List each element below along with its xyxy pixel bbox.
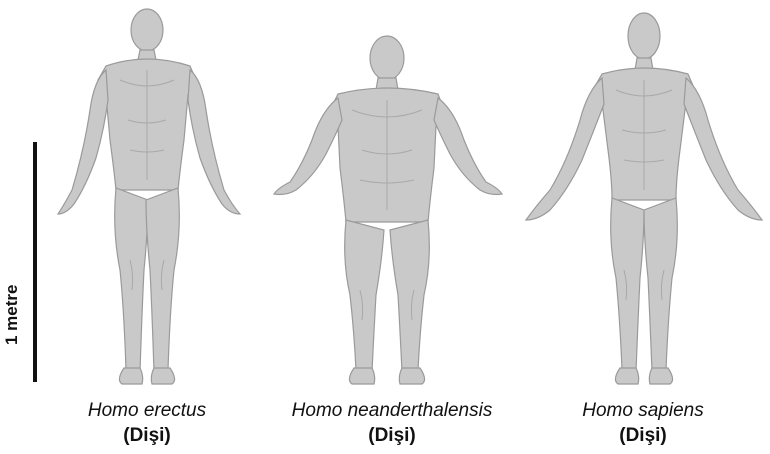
figure-homo-erectus <box>50 0 250 390</box>
sex-label: (Dişi) <box>272 423 512 448</box>
species-name: Homo neanderthalensis <box>272 398 512 423</box>
sex-label: (Dişi) <box>27 423 267 448</box>
figure-homo-neanderthalensis <box>272 0 512 390</box>
species-name: Homo sapiens <box>523 398 763 423</box>
species-name: Homo erectus <box>27 398 267 423</box>
caption-homo-neanderthalensis: Homo neanderthalensis (Dişi) <box>272 398 512 448</box>
caption-homo-sapiens: Homo sapiens (Dişi) <box>523 398 763 448</box>
scale-bar <box>33 142 37 382</box>
sex-label: (Dişi) <box>523 423 763 448</box>
caption-homo-erectus: Homo erectus (Dişi) <box>27 398 267 448</box>
scale-label: 1 metre <box>2 285 22 345</box>
figure-homo-sapiens <box>520 0 770 390</box>
